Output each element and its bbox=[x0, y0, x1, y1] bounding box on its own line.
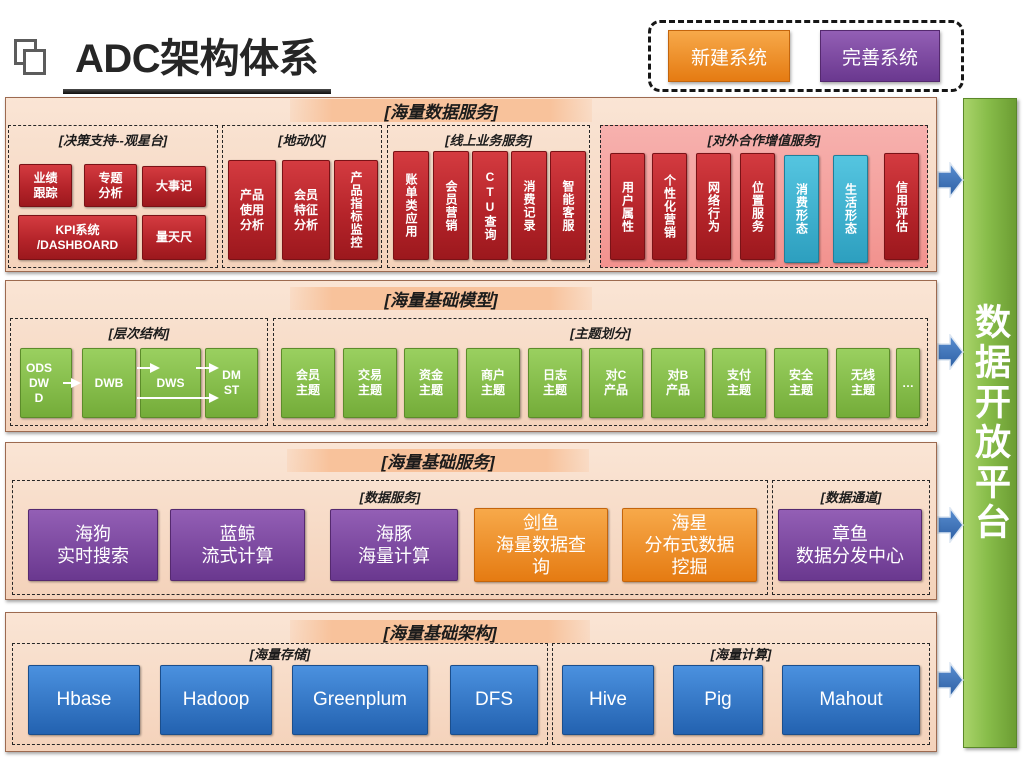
business-product-box: 对B 产品 bbox=[651, 348, 705, 418]
group-data-channel: [数据通道] bbox=[772, 480, 930, 595]
group-title: [决策支持--观星台] bbox=[58, 133, 168, 148]
consumer-product-box: 对C 产品 bbox=[589, 348, 643, 418]
member-marketing-box: 会员营销 bbox=[433, 151, 469, 260]
group-didongyi: [地动仪] bbox=[222, 125, 382, 268]
hive-box: Hive bbox=[562, 665, 654, 735]
greenplum-box: Greenplum bbox=[292, 665, 428, 735]
arrow-right-icon bbox=[937, 662, 964, 698]
front-square bbox=[23, 49, 46, 75]
group-title: [海量存储] bbox=[249, 647, 311, 662]
milestones-box: 大事记 bbox=[142, 166, 206, 207]
arrow-right-icon bbox=[937, 334, 964, 370]
member-feature-analysis-box: 会员 特征 分析 bbox=[282, 160, 330, 260]
dws-box: DWS bbox=[140, 348, 201, 418]
dm-st-box: DM ST bbox=[205, 348, 258, 418]
wireless-topic-box: 无线 主题 bbox=[836, 348, 890, 418]
liangtianchi-box: 量天尺 bbox=[142, 215, 206, 260]
lifestyle-pattern-box: 生活形态 bbox=[833, 155, 868, 263]
arrow-right-icon bbox=[937, 507, 964, 543]
pig-box: Pig bbox=[673, 665, 763, 735]
legend-improved-system: 完善系统 bbox=[820, 30, 940, 82]
haigou-realtime-search-box: 海狗 实时搜索 bbox=[28, 509, 158, 581]
legend-new-system: 新建系统 bbox=[668, 30, 790, 82]
ctu-query-box: CTU查询 bbox=[472, 151, 508, 260]
security-topic-box: 安全 主题 bbox=[774, 348, 828, 418]
stacked-squares-icon bbox=[14, 39, 48, 77]
credit-assessment-box: 信用评估 bbox=[884, 153, 919, 260]
group-topic-division: [主题划分] bbox=[273, 318, 928, 426]
group-title: [线上业务服务] bbox=[445, 133, 532, 148]
zhangyu-data-distribution-box: 章鱼 数据分发中心 bbox=[778, 509, 922, 581]
arrow-shape bbox=[937, 334, 964, 370]
section-title: [海量基础服务] bbox=[287, 449, 589, 472]
transaction-topic-box: 交易 主题 bbox=[343, 348, 397, 418]
group-layer-structure: [层次结构] bbox=[10, 318, 268, 426]
performance-tracking-box: 业绩 跟踪 bbox=[19, 164, 72, 207]
network-behavior-box: 网络行为 bbox=[696, 153, 731, 260]
funds-topic-box: 资金 主题 bbox=[404, 348, 458, 418]
more-topics-box: … bbox=[896, 348, 920, 418]
payment-topic-box: 支付 主题 bbox=[712, 348, 766, 418]
product-metrics-monitor-box: 产品指标监控 bbox=[334, 160, 378, 260]
kpi-dashboard-box: KPI系统 /DASHBOARD bbox=[18, 215, 137, 260]
title-underline bbox=[63, 89, 331, 94]
group-mass-storage: [海量存储] bbox=[12, 643, 548, 745]
location-service-box: 位置服务 bbox=[740, 153, 775, 260]
lanjing-stream-computing-box: 蓝鲸 流式计算 bbox=[170, 509, 305, 581]
legend-frame bbox=[648, 20, 964, 92]
arrow-shape bbox=[937, 662, 964, 698]
merchant-topic-box: 商户 主题 bbox=[466, 348, 520, 418]
topic-analysis-box: 专题 分析 bbox=[84, 164, 137, 207]
arrow-shape bbox=[937, 507, 964, 543]
group-title: [层次结构] bbox=[108, 326, 170, 341]
group-online-business: [线上业务服务] bbox=[387, 125, 590, 268]
consumption-records-box: 消费记录 bbox=[511, 151, 547, 260]
log-topic-box: 日志 主题 bbox=[528, 348, 582, 418]
dfs-box: DFS bbox=[450, 665, 538, 735]
page-title: ADC架构体系 bbox=[75, 37, 319, 81]
group-title: [地动仪] bbox=[278, 133, 326, 148]
arrow-shape bbox=[937, 162, 964, 198]
section-title: [海量基础架构] bbox=[290, 620, 590, 643]
group-title: [对外合作增值服务] bbox=[707, 133, 821, 148]
haixing-distributed-mining-box: 海星 分布式数据 挖掘 bbox=[622, 508, 757, 582]
jianyu-mass-query-box: 剑鱼 海量数据查 询 bbox=[474, 508, 608, 582]
billing-apps-box: 账单类应用 bbox=[393, 151, 429, 260]
arrow-right-icon bbox=[937, 162, 964, 198]
consumption-pattern-box: 消费形态 bbox=[784, 155, 819, 263]
group-mass-computing: [海量计算] bbox=[552, 643, 930, 745]
hadoop-box: Hadoop bbox=[160, 665, 272, 735]
platform-label: 数据开放平台 bbox=[970, 303, 1011, 543]
section-title: [海量基础模型] bbox=[290, 287, 592, 310]
personalized-marketing-box: 个性化营销 bbox=[652, 153, 687, 260]
user-attributes-box: 用户属性 bbox=[610, 153, 645, 260]
group-title: [海量计算] bbox=[710, 647, 772, 662]
group-decision-support: [决策支持--观星台] bbox=[8, 125, 218, 268]
data-open-platform-bar: 数据开放平台 bbox=[963, 98, 1017, 748]
group-title: [数据服务] bbox=[359, 490, 421, 505]
haitun-mass-computing-box: 海豚 海量计算 bbox=[330, 509, 458, 581]
member-topic-box: 会员 主题 bbox=[281, 348, 335, 418]
section-title: [海量数据服务] bbox=[290, 99, 592, 122]
product-usage-analysis-box: 产品 使用 分析 bbox=[228, 160, 276, 260]
smart-customer-service-box: 智能客服 bbox=[550, 151, 586, 260]
mahout-box: Mahout bbox=[782, 665, 920, 735]
group-data-services: [数据服务] bbox=[12, 480, 768, 595]
dwb-box: DWB bbox=[82, 348, 136, 418]
hbase-box: Hbase bbox=[28, 665, 140, 735]
group-title: [数据通道] bbox=[820, 490, 882, 505]
ods-dwd-box: ODS DW D bbox=[20, 348, 72, 418]
group-title: [主题划分] bbox=[570, 326, 631, 341]
